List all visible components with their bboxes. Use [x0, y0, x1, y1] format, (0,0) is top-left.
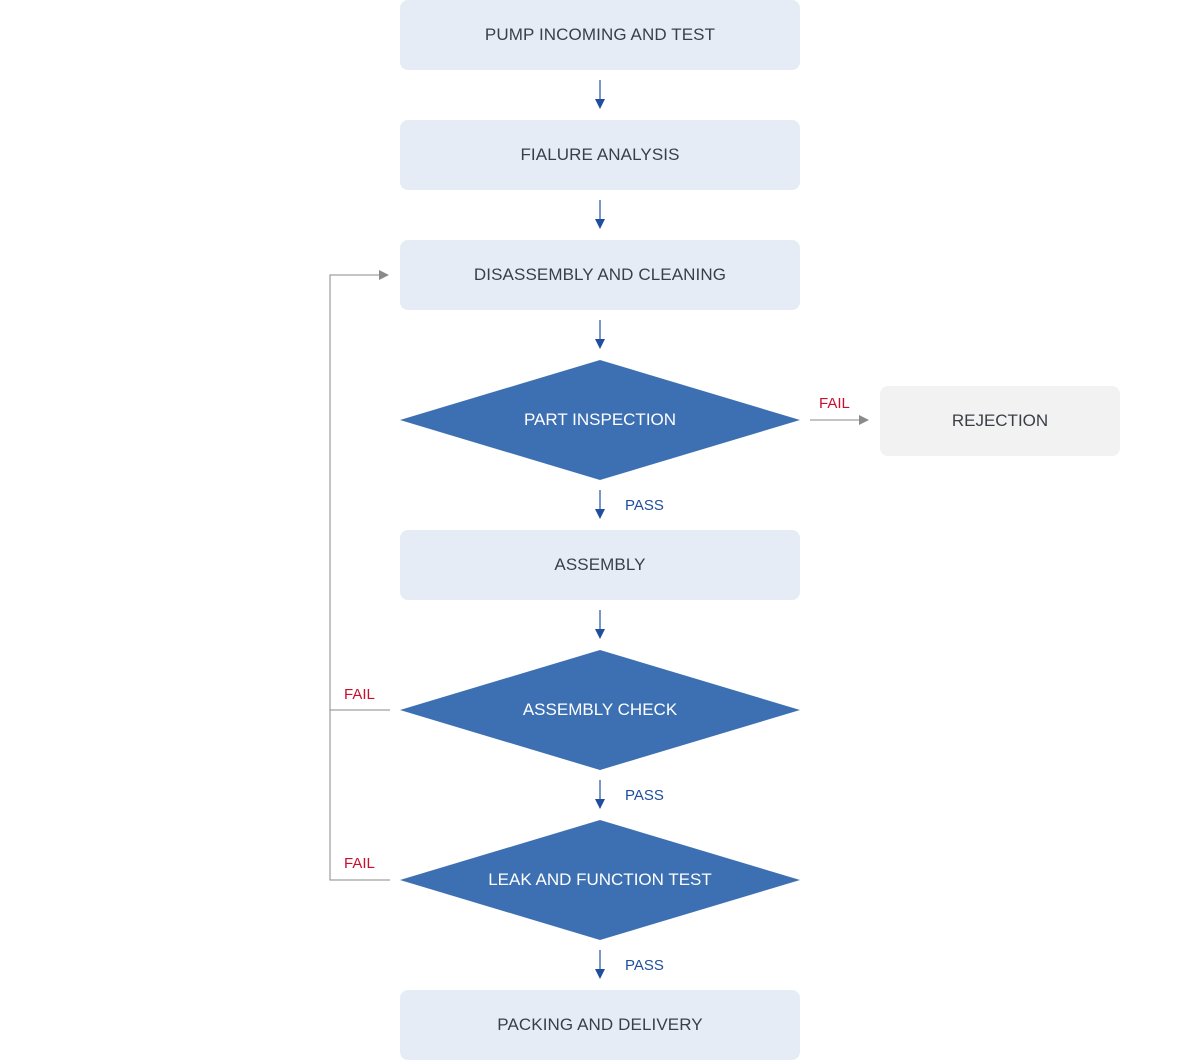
- fail-label: FAIL: [344, 686, 375, 703]
- fail-loop-line-leak: [329, 710, 390, 881]
- step-assembly: ASSEMBLY: [400, 530, 800, 600]
- step-pump-incoming: PUMP INCOMING AND TEST: [400, 0, 800, 70]
- step-label: REJECTION: [951, 411, 1049, 430]
- decision-leak-test: [400, 820, 800, 940]
- decision-label-part-inspection: PART INSPECTION: [523, 410, 677, 429]
- decision-assembly-check: [400, 650, 800, 770]
- step-rejection: REJECTION: [880, 386, 1120, 456]
- step-disassembly: DISASSEMBLY AND CLEANING: [400, 240, 800, 310]
- fail-label: FAIL: [344, 855, 375, 872]
- pass-label: PASS: [625, 497, 664, 514]
- step-label: ASSEMBLY: [554, 555, 646, 574]
- decision-label-assembly-check: ASSEMBLY CHECK: [522, 700, 678, 719]
- step-label: PACKING AND DELIVERY: [497, 1015, 703, 1034]
- step-packing: PACKING AND DELIVERY: [400, 990, 800, 1060]
- fail-loop-line: [329, 270, 390, 711]
- step-label: FIALURE ANALYSIS: [520, 145, 680, 164]
- fail-label: FAIL: [819, 395, 850, 412]
- decision-part-inspection: [400, 360, 800, 480]
- step-failure-analysis: FIALURE ANALYSIS: [400, 120, 800, 190]
- decision-label-leak-test: LEAK AND FUNCTION TEST: [488, 870, 712, 889]
- step-label: PUMP INCOMING AND TEST: [484, 25, 716, 44]
- step-label: DISASSEMBLY AND CLEANING: [473, 265, 727, 284]
- pass-label: PASS: [625, 787, 664, 804]
- pass-label: PASS: [625, 957, 664, 974]
